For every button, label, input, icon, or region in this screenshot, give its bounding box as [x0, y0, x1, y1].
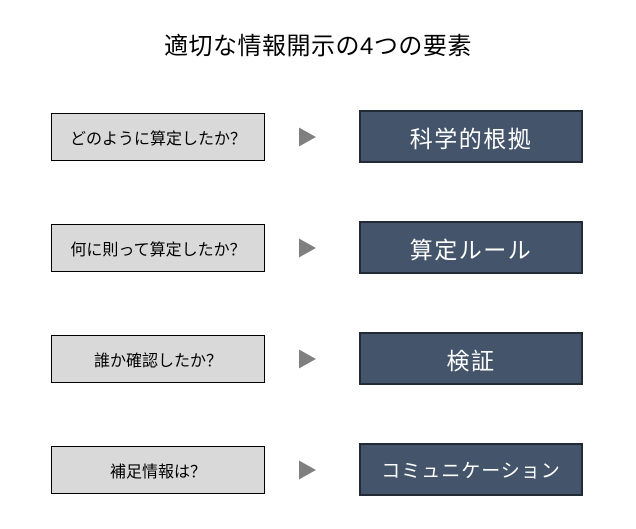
element-box: 検証 — [359, 332, 583, 385]
element-box: コミュニケーション — [359, 443, 583, 496]
element-label: 算定ルール — [409, 236, 533, 263]
disclosure-row-1: どのように算定したか？ 科学的根拠 — [0, 110, 636, 163]
element-label: 検証 — [446, 347, 496, 374]
question-box: 何に則って算定したか？ — [51, 224, 265, 272]
element-label: コミュニケーション — [381, 461, 561, 482]
disclosure-row-4: 補足情報は？ コミュニケーション — [0, 443, 636, 496]
question-box: 誰か確認したか？ — [51, 335, 265, 383]
arrow-right-icon — [299, 127, 316, 146]
element-box: 科学的根拠 — [359, 110, 583, 163]
question-label: 誰か確認したか？ — [93, 353, 222, 370]
question-box: どのように算定したか？ — [51, 113, 265, 161]
element-box: 算定ルール — [359, 221, 583, 274]
question-label: 何に則って算定したか？ — [70, 242, 246, 259]
element-label: 科学的根拠 — [409, 125, 533, 152]
disclosure-row-3: 誰か確認したか？ 検証 — [0, 332, 636, 385]
arrow-right-icon — [299, 349, 316, 368]
question-box: 補足情報は？ — [51, 446, 265, 494]
question-label: どのように算定したか？ — [69, 131, 246, 148]
slide-title: 適切な情報開示の4つの要素 — [164, 33, 472, 60]
arrow-right-icon — [299, 460, 316, 479]
disclosure-row-2: 何に則って算定したか？ 算定ルール — [0, 221, 636, 274]
arrow-right-icon — [299, 238, 316, 257]
question-label: 補足情報は？ — [109, 464, 206, 481]
